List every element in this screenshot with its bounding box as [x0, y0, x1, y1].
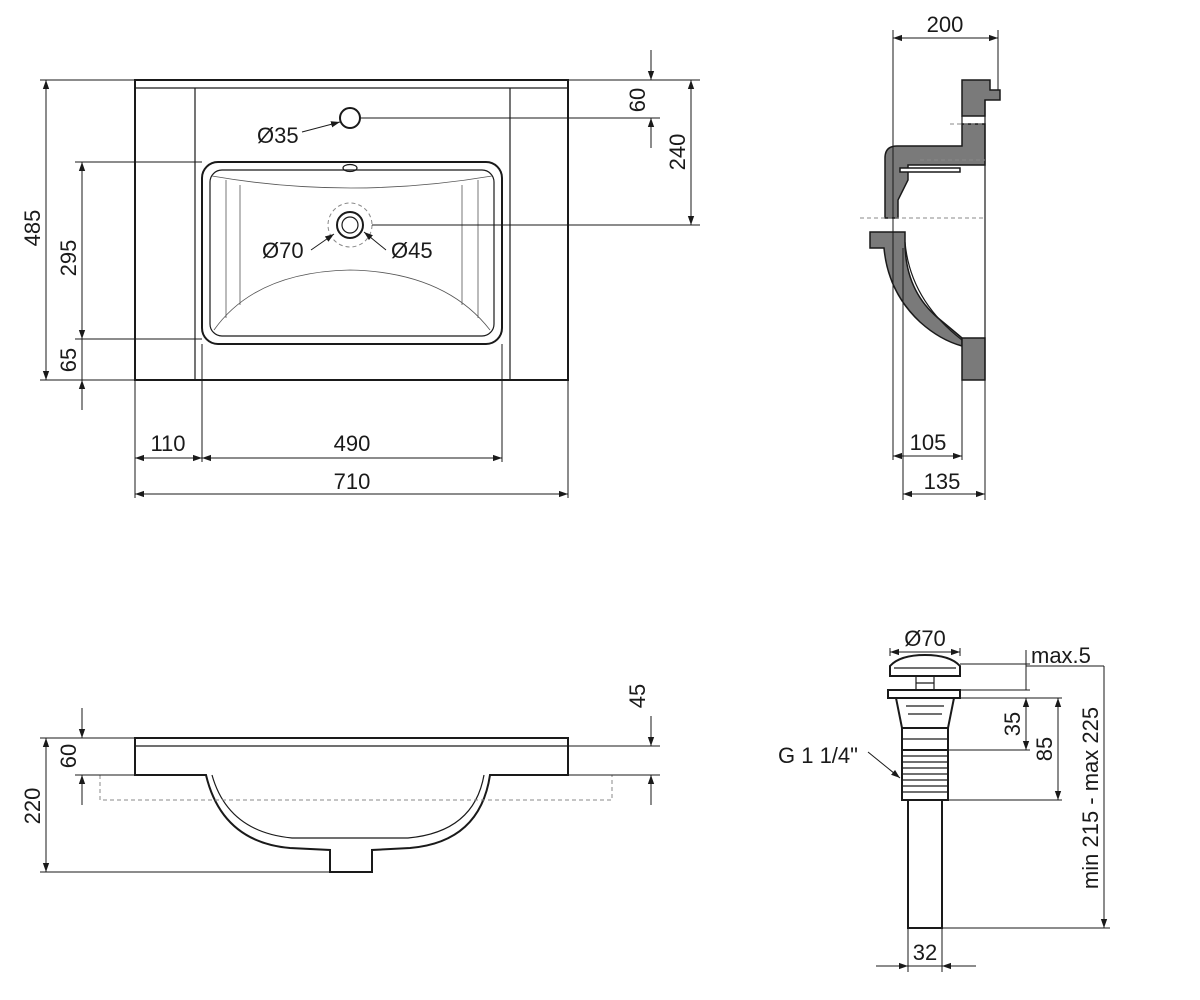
dim-front-total-height: 220	[20, 788, 45, 825]
leader-tap-hole	[301, 121, 341, 133]
dim-valve-body-height: 35	[1000, 712, 1025, 736]
label-valve-thread-size: G 1 1/4"	[778, 743, 858, 768]
waste-valve-view: Ø70 max.5 35 85 min 215 - max 225 G 1 1/…	[778, 626, 1110, 972]
label-drain-outer-diameter: Ø70	[262, 238, 304, 263]
drain-hole	[336, 211, 364, 239]
bowl-curve-top	[211, 175, 493, 189]
overflow-slot	[342, 163, 358, 173]
drain-outer-circle	[327, 202, 373, 248]
valve-cap	[889, 653, 961, 677]
section-overflow-inner	[899, 167, 961, 173]
valve-tail-pipe	[907, 799, 943, 929]
front-bowl-inner	[211, 774, 485, 839]
dim-side-top-width: 200	[927, 12, 964, 37]
front-view: 45 60 220	[20, 684, 660, 873]
dim-valve-adjustable-height: min 215 - max 225	[1078, 707, 1103, 889]
bowl-inner-outline	[209, 169, 495, 337]
section-back-top	[961, 79, 1001, 117]
dim-valve-thread-length: 85	[1032, 737, 1057, 761]
front-hidden-outline	[99, 775, 613, 801]
valve-flange	[887, 689, 961, 699]
inner-rim-outline	[194, 88, 511, 380]
dim-overall-depth: 485	[20, 210, 45, 247]
label-drain-inner-diameter: Ø45	[391, 238, 433, 263]
dim-drain-offset: 240	[665, 134, 690, 171]
leader-drain-inner	[363, 231, 387, 251]
leader-thread-size	[867, 751, 901, 779]
dim-side-drain-depth: 105	[910, 430, 947, 455]
dim-bowl-depth: 295	[56, 240, 81, 277]
drain-hole-inner	[341, 216, 359, 234]
dim-front-top-thickness: 45	[625, 684, 650, 708]
label-tap-hole-diameter: Ø35	[257, 123, 299, 148]
dim-valve-cap-diameter: Ø70	[904, 626, 946, 651]
side-section-view: 200 105 135	[860, 12, 1001, 500]
bowl-outline	[201, 161, 503, 345]
dim-front-rim: 65	[56, 348, 81, 372]
valve-body	[894, 697, 956, 729]
plan-view: 60 240 485 295 65 110 490 710 Ø35	[20, 50, 700, 498]
front-outline	[134, 737, 569, 873]
dim-left-rim: 110	[150, 431, 185, 456]
section-front-bottom	[961, 337, 986, 381]
dim-overall-width: 710	[334, 469, 371, 494]
dim-valve-pipe-diameter: 32	[913, 940, 937, 965]
section-outline	[904, 100, 986, 380]
bowl-curve-bottom	[213, 269, 491, 331]
basin-outline	[134, 79, 569, 381]
thread-lines	[902, 755, 948, 793]
tap-hole	[339, 107, 361, 129]
dim-tap-hole-offset: 60	[625, 88, 650, 112]
dim-valve-max-gap: max.5	[1031, 643, 1091, 668]
dim-bowl-width: 490	[334, 431, 371, 456]
dim-front-rim-height: 60	[56, 744, 81, 768]
dim-side-base-width: 135	[924, 469, 961, 494]
leader-drain-outer	[310, 233, 335, 251]
